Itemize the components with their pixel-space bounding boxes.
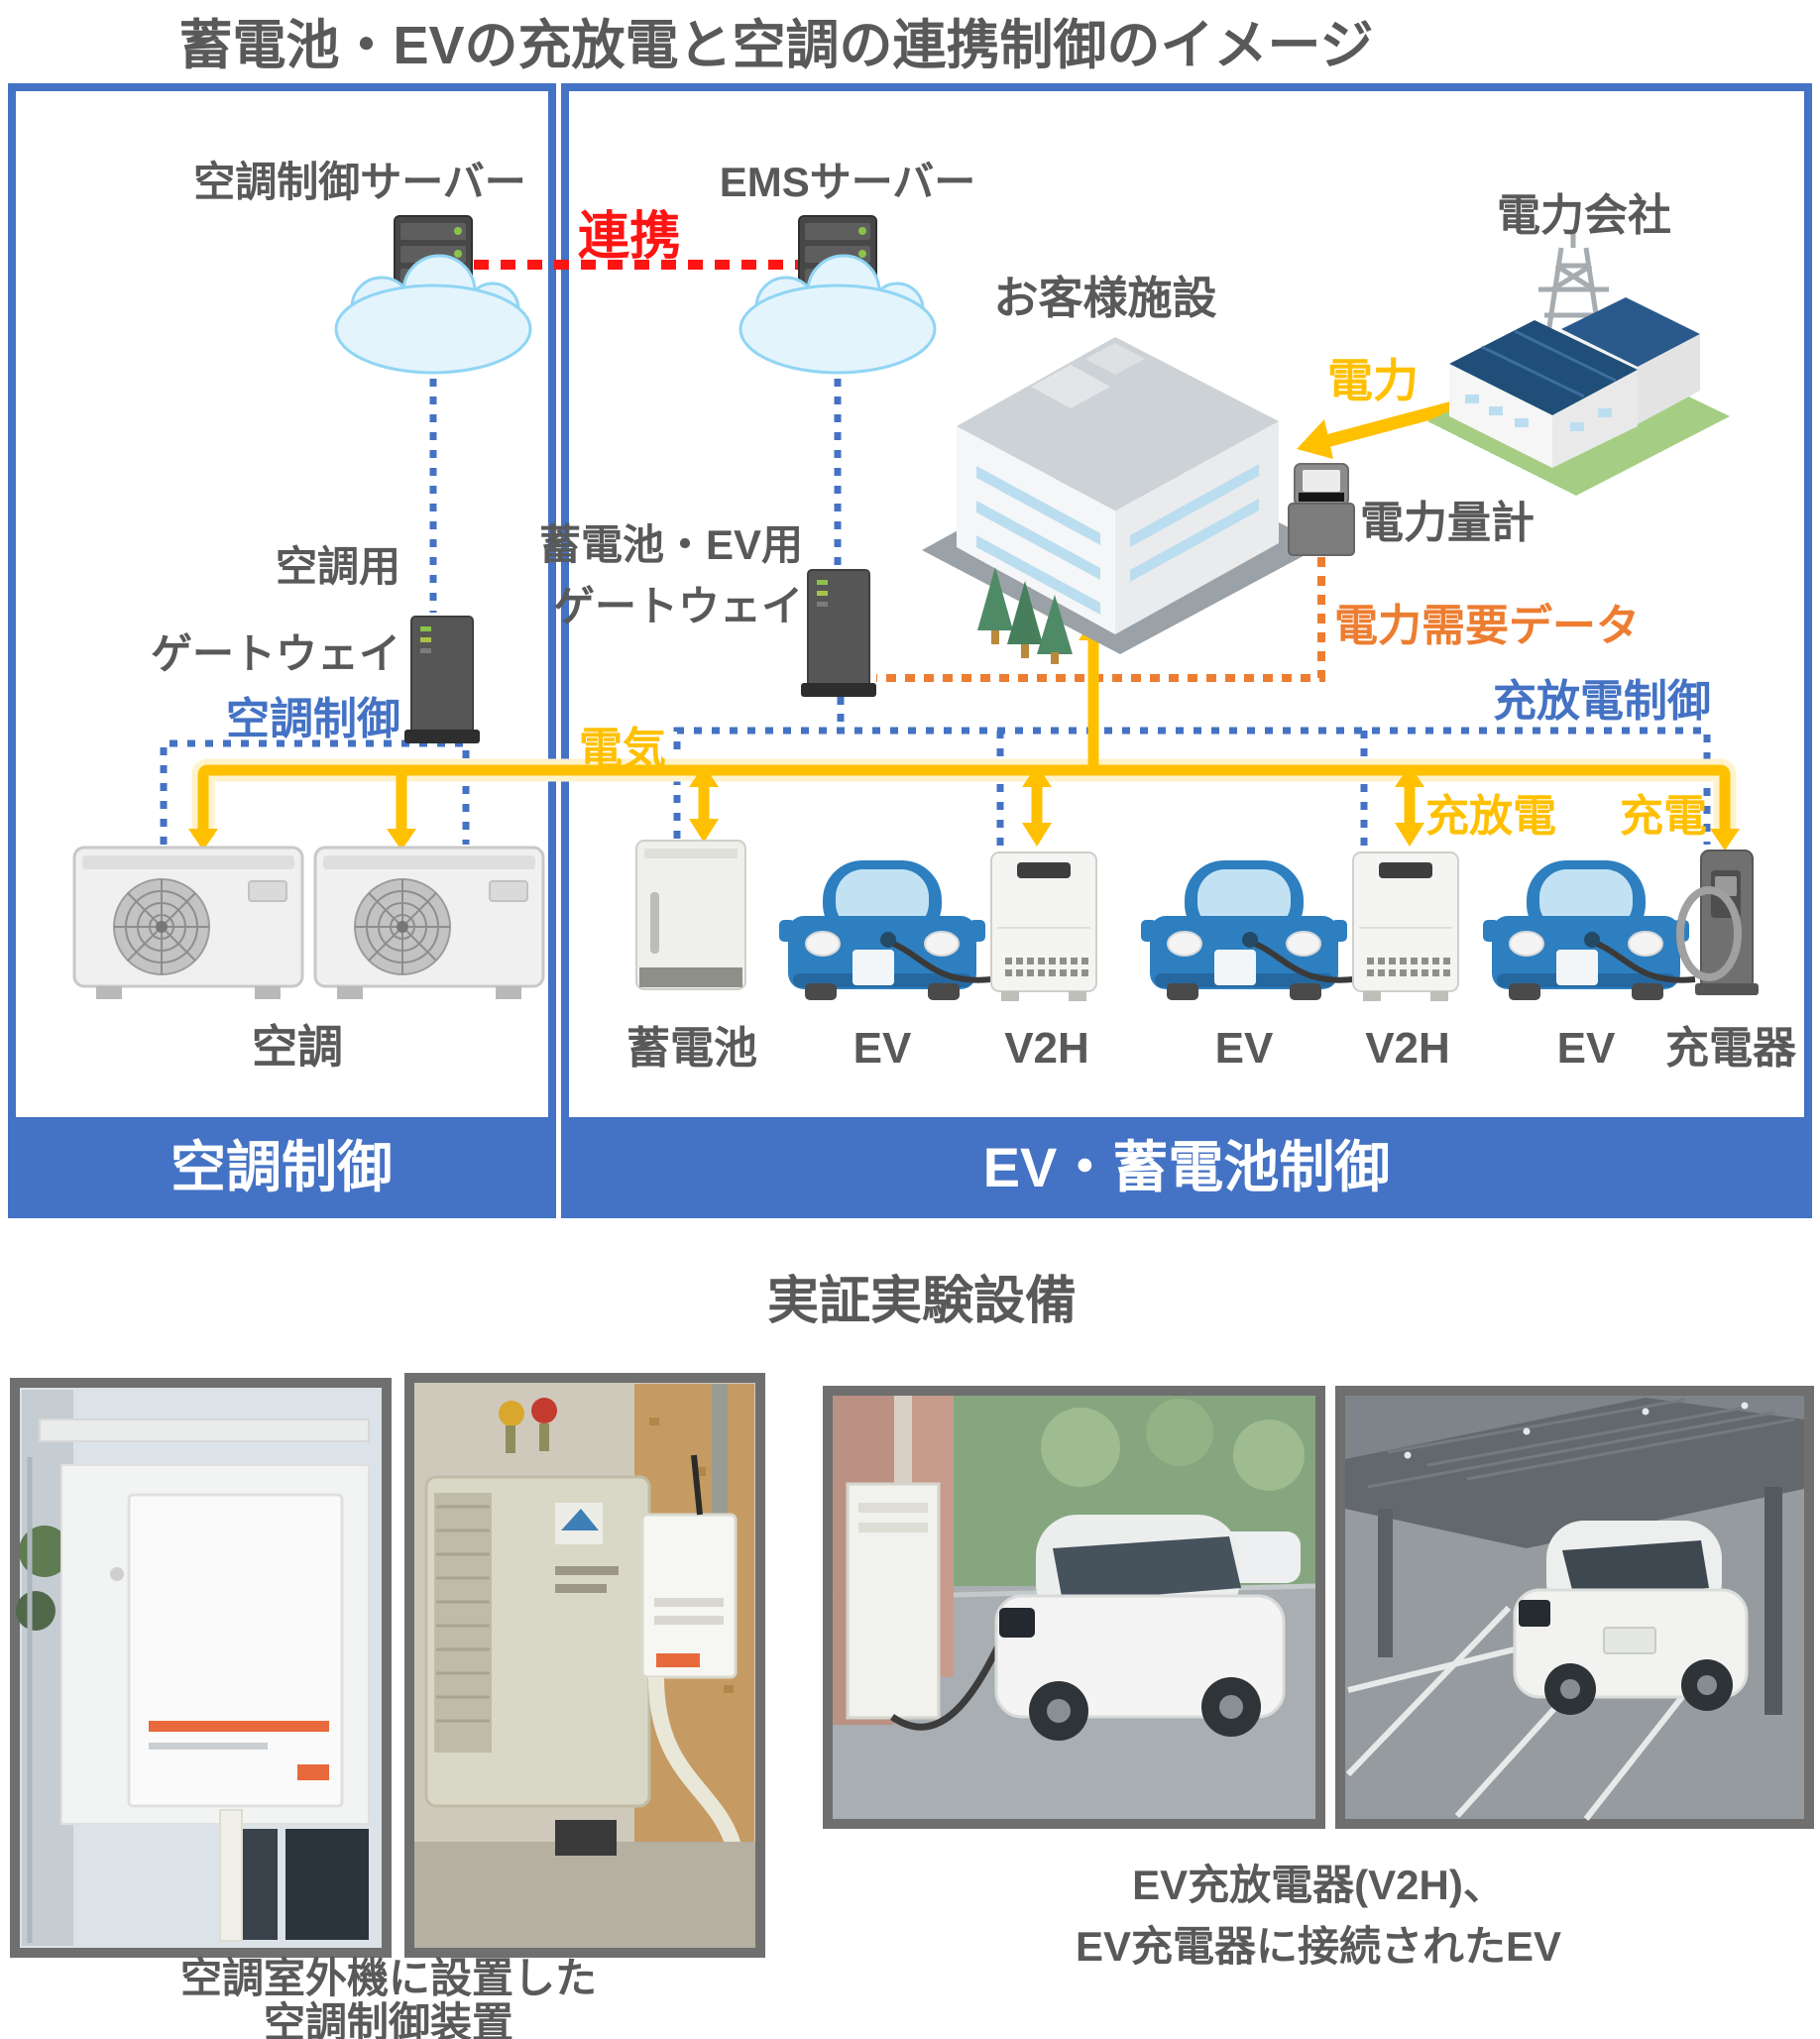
ac-gateway-label-2: ゲートウェイ bbox=[151, 630, 400, 677]
ac-gateway-label-1: 空調用 bbox=[276, 543, 400, 590]
v2h-label-2: V2H bbox=[1365, 1024, 1450, 1073]
caption-right-line1: EV充放電器(V2H)、 bbox=[1132, 1862, 1505, 1908]
charge-discharge-label: 充放電 bbox=[1425, 792, 1556, 841]
customer-facility-label: お客様施設 bbox=[993, 273, 1216, 323]
photo-ac-control-box-2 bbox=[404, 1373, 765, 1958]
link-ac-control-dotted bbox=[160, 739, 470, 845]
ev-icon-2 bbox=[1141, 860, 1353, 1000]
ac-server-icon bbox=[334, 214, 532, 375]
power-demand-data-label: 電力需要データ bbox=[1334, 601, 1640, 650]
ev-label-2: EV bbox=[1215, 1024, 1274, 1073]
ac-gateway-icon bbox=[403, 616, 481, 744]
ems-server-icon bbox=[739, 214, 937, 375]
photo-ac-control-box-1 bbox=[10, 1378, 392, 1958]
experiment-heading: 実証実験設備 bbox=[767, 1273, 1077, 1330]
panel-ac-border bbox=[8, 83, 556, 1218]
panel-ev-banner bbox=[565, 1117, 1808, 1214]
ev-gateway-label-1: 蓄電池・EV用 bbox=[539, 521, 803, 568]
link-charge-control-dotted bbox=[673, 727, 1711, 845]
photo-ev-carport bbox=[1335, 1386, 1814, 1829]
electricity-label: 電気 bbox=[579, 725, 666, 773]
panel-ev-border bbox=[561, 83, 1812, 1218]
power-company-icon bbox=[1427, 230, 1730, 496]
power-company-label: 電力会社 bbox=[1497, 191, 1671, 240]
power-label: 電力 bbox=[1327, 355, 1419, 406]
v2h-icon-2 bbox=[1352, 851, 1459, 1002]
ems-server-label: EMSサーバー bbox=[720, 159, 976, 205]
charge-discharge-control-label: 充放電制御 bbox=[1493, 677, 1711, 726]
caption-left-line2: 空調制御装置 bbox=[264, 1999, 513, 2039]
banner-ev-label: EV・蓄電池制御 bbox=[983, 1136, 1391, 1198]
ev-label-3: EV bbox=[1557, 1024, 1616, 1073]
power-meter-label: 電力量計 bbox=[1360, 499, 1535, 547]
ac-control-label: 空調制御 bbox=[226, 695, 400, 743]
ev-label-1: EV bbox=[853, 1024, 912, 1073]
renkei-label: 連携 bbox=[578, 208, 681, 266]
photo-ev-v2h bbox=[823, 1386, 1325, 1829]
panel-ac-banner bbox=[12, 1117, 552, 1214]
power-meter-icon bbox=[1288, 463, 1355, 556]
customer-facility-icon bbox=[922, 337, 1323, 664]
air-conditioner-icon-2 bbox=[313, 846, 545, 1001]
battery-label: 蓄電池 bbox=[626, 1024, 757, 1073]
air-conditioner-label: 空調 bbox=[252, 1021, 343, 1073]
link-power-demand-dotted bbox=[876, 557, 1325, 682]
page-title: 蓄電池・EVの充放電と空調の連携制御のイメージ bbox=[179, 16, 1374, 75]
air-conditioner-icon-1 bbox=[72, 846, 304, 1001]
charger-label: 充電器 bbox=[1665, 1024, 1797, 1073]
battery-icon bbox=[635, 840, 746, 990]
caption-right-line2: EV充電器に接続されたEV bbox=[1076, 1923, 1561, 1970]
v2h-icon-1 bbox=[990, 851, 1097, 1002]
charger-icon bbox=[1676, 850, 1759, 995]
ev-icon-1 bbox=[779, 860, 991, 1000]
ev-gateway-icon bbox=[800, 569, 877, 698]
ac-server-label: 空調制御サーバー bbox=[193, 159, 526, 205]
charge-label: 充電 bbox=[1620, 792, 1707, 841]
caption-left-line1: 空調室外機に設置した bbox=[180, 1955, 597, 2001]
v2h-label-1: V2H bbox=[1004, 1024, 1089, 1073]
banner-ac-label: 空調制御 bbox=[171, 1136, 393, 1198]
electricity-bus bbox=[197, 764, 1731, 838]
ev-icon-3 bbox=[1483, 860, 1695, 1000]
ev-gateway-label-2: ゲートウェイ bbox=[553, 583, 803, 629]
